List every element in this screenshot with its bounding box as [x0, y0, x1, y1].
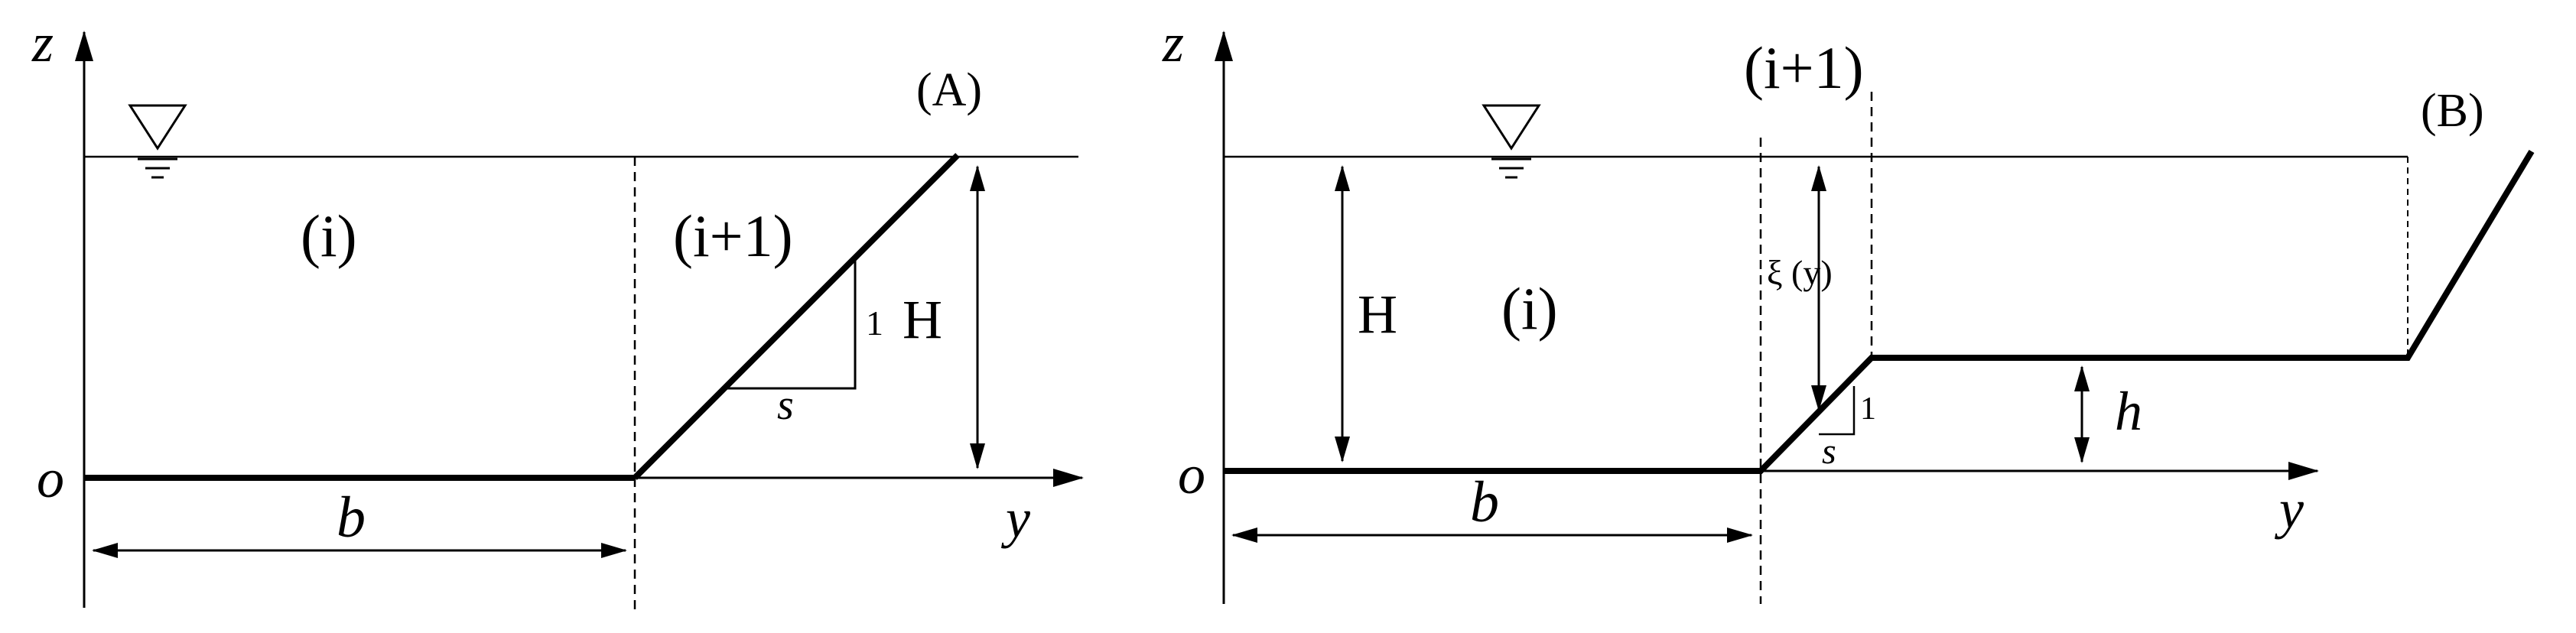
- panel-b-water-level-icon: [1482, 104, 1541, 179]
- panel-b-local-depth-label: ξ (y): [1767, 253, 1833, 292]
- panel-a-slope-run-label: s: [777, 381, 794, 429]
- panel-a-water-level-icon: [128, 104, 187, 179]
- panel-a-z-label: z: [31, 12, 54, 73]
- panel-b-region-i-plus-1: (i+1): [1744, 34, 1864, 101]
- panel-a-slope-triangle: [725, 260, 857, 390]
- panel-b-channel-bed: [1224, 149, 2535, 474]
- panel-b-depth-label: H: [1358, 284, 1397, 345]
- panel-a-region-i-plus-1: (i+1): [673, 203, 793, 269]
- panel-a-origin-label: o: [37, 448, 64, 509]
- panel-b-region-i: (i): [1501, 275, 1558, 342]
- panel-b: z y o (B) (i+1) (i) H ξ (y) h s 1 b: [1162, 12, 2535, 604]
- panel-a-bank-slope: [633, 153, 960, 480]
- panel-a-slope-rise-label: 1: [866, 304, 883, 342]
- panel-b-step-label: h: [2115, 381, 2142, 442]
- panel-a-region-i: (i): [301, 203, 357, 269]
- panel-a: z y o (A) (i) (i+1) H s 1 b: [31, 12, 1084, 612]
- panel-b-origin-label: o: [1178, 444, 1205, 505]
- panel-b-tag: (B): [2421, 85, 2484, 137]
- panel-a-tag: (A): [916, 64, 982, 116]
- panel-b-y-label: y: [2274, 479, 2304, 540]
- panel-b-slope-rise-label: 1: [1860, 391, 1876, 427]
- panel-b-width-label: b: [1470, 470, 1499, 534]
- panel-a-y-label: y: [1000, 488, 1030, 549]
- panel-b-slope-run-label: s: [1822, 431, 1836, 472]
- panel-b-z-label: z: [1162, 12, 1184, 73]
- panel-a-depth-label: H: [903, 289, 942, 350]
- panel-b-slope-triangle: [1819, 386, 1856, 436]
- panel-a-width-label: b: [337, 485, 366, 550]
